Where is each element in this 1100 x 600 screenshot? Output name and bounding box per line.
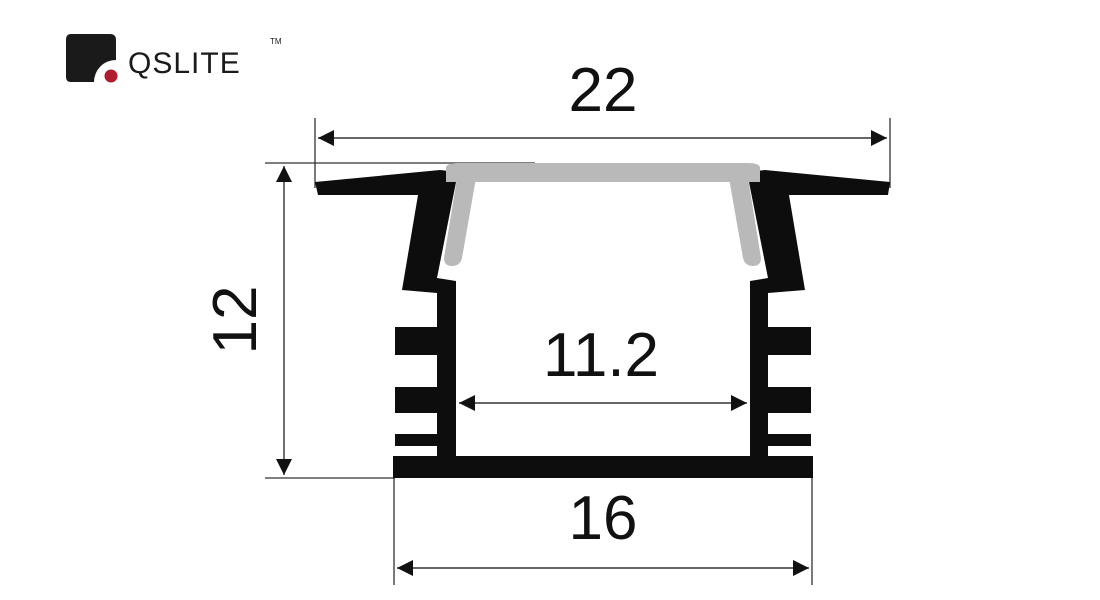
dimension-bottom-width: 16 [397,484,809,576]
diffuser-cover [444,163,761,266]
logo-mark-icon [66,34,116,82]
diffuser-top [446,163,760,182]
dimension-height: 12 [201,166,292,475]
dimension-top-width-label: 22 [569,56,638,125]
brand-trademark: TM [270,37,282,46]
profile-base [393,456,813,478]
diffuser-right-leg [729,178,761,266]
dimension-inner-width-label: 11.2 [543,321,659,390]
logo-dot-icon [104,69,118,83]
brand-logo: QSLITE TM [66,34,282,83]
aluminium-profile [315,170,890,478]
dimension-height-label: 12 [201,286,270,355]
dimension-inner-width: 11.2 [459,321,747,411]
brand-name: QSLITE [128,47,241,80]
profile-right-wall [747,170,890,456]
dimension-top-width: 22 [318,56,887,146]
dimension-bottom-width-label: 16 [569,484,638,553]
profile-left-wall [315,170,458,456]
diffuser-left-leg [444,178,476,266]
